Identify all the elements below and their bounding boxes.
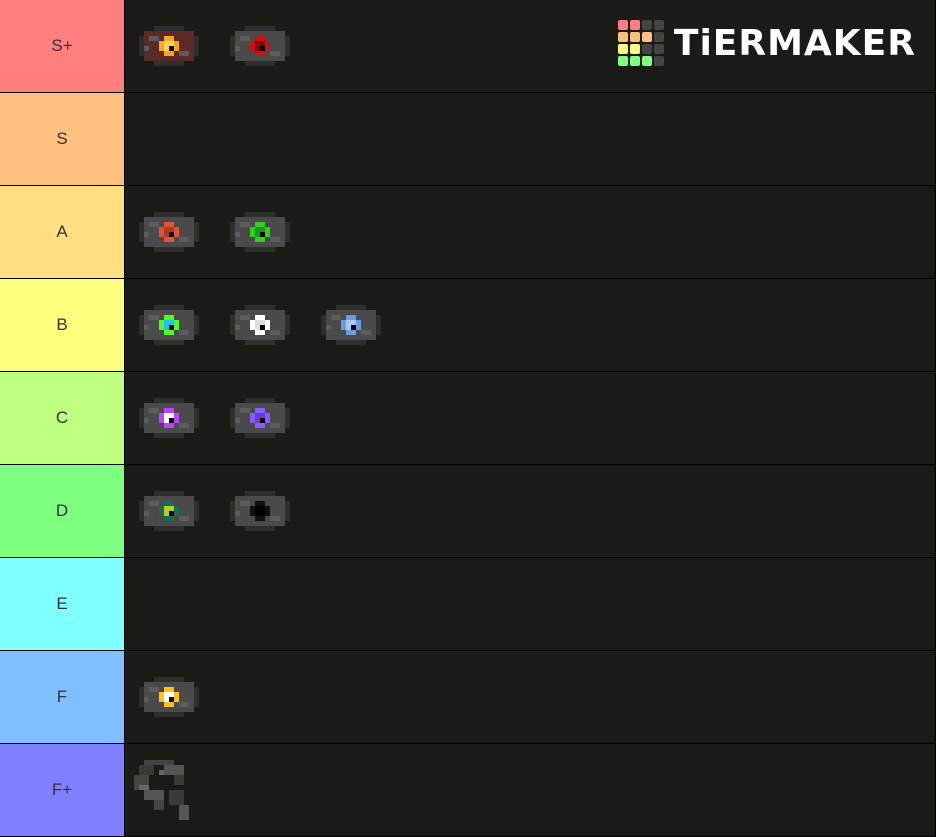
logo-grid-cell <box>617 56 628 66</box>
logo-grid-cell <box>641 20 652 30</box>
tier-row: D <box>0 465 936 557</box>
music-disc-purple-icon[interactable] <box>220 378 300 458</box>
tier-row: A <box>0 186 936 278</box>
tier-items-area[interactable] <box>125 0 935 92</box>
tier-label[interactable]: E <box>0 558 124 650</box>
music-disc-yellow-icon[interactable] <box>129 657 209 737</box>
tier-row: C <box>0 372 936 464</box>
tier-label[interactable]: F <box>0 651 124 743</box>
logo-grid-cell <box>629 32 640 42</box>
tier-row: B <box>0 279 936 371</box>
tier-label[interactable]: C <box>0 372 124 464</box>
broken-disc-fragment-icon[interactable] <box>129 750 209 830</box>
tier-items-area[interactable] <box>125 93 935 185</box>
tier-row: E <box>0 558 936 650</box>
tier-label[interactable]: D <box>0 465 124 557</box>
logo-grid-cell <box>641 44 652 54</box>
tier-items-area[interactable] <box>125 279 935 371</box>
logo-grid-cell <box>653 44 664 54</box>
logo-grid-cell <box>629 44 640 54</box>
logo-grid-cell <box>629 56 640 66</box>
tier-items-area[interactable] <box>125 744 935 836</box>
tier-label[interactable]: S <box>0 93 124 185</box>
tier-row: F+ <box>0 744 936 836</box>
logo-grid-cell <box>617 44 628 54</box>
music-disc-red-icon[interactable] <box>220 6 300 86</box>
tier-label[interactable]: B <box>0 279 124 371</box>
logo-grid-cell <box>641 56 652 66</box>
tier-label[interactable]: F+ <box>0 744 124 836</box>
logo-grid-cell <box>653 32 664 42</box>
tier-row: S <box>0 93 936 185</box>
logo-grid-cell <box>617 20 628 30</box>
music-disc-green-icon[interactable] <box>220 192 300 272</box>
tier-items-area[interactable] <box>125 558 935 650</box>
music-disc-white-icon[interactable] <box>220 285 300 365</box>
music-disc-magenta-icon[interactable] <box>129 378 209 458</box>
music-disc-teal-yellow-icon[interactable] <box>129 471 209 551</box>
tier-label[interactable]: A <box>0 186 124 278</box>
logo-grid-cell <box>653 20 664 30</box>
logo-grid-cell <box>629 20 640 30</box>
music-disc-lime-icon[interactable] <box>129 285 209 365</box>
tier-label[interactable]: S+ <box>0 0 124 92</box>
tier-row: S+ <box>0 0 936 92</box>
music-disc-pigstep-icon[interactable] <box>129 6 209 86</box>
tier-items-area[interactable] <box>125 372 935 464</box>
logo-grid-icon <box>617 20 664 66</box>
music-disc-black-icon[interactable] <box>220 471 300 551</box>
tier-items-area[interactable] <box>125 651 935 743</box>
logo-grid-cell <box>641 32 652 42</box>
music-disc-orange-red-icon[interactable] <box>129 192 209 272</box>
logo-grid-cell <box>617 32 628 42</box>
logo-grid-cell <box>653 56 664 66</box>
tier-items-area[interactable] <box>125 186 935 278</box>
tiermaker-logo: TiERMAKER <box>617 20 916 66</box>
music-disc-light-blue-icon[interactable] <box>311 285 391 365</box>
tier-row: F <box>0 651 936 743</box>
logo-text: TiERMAKER <box>673 22 916 64</box>
tier-items-area[interactable] <box>125 465 935 557</box>
